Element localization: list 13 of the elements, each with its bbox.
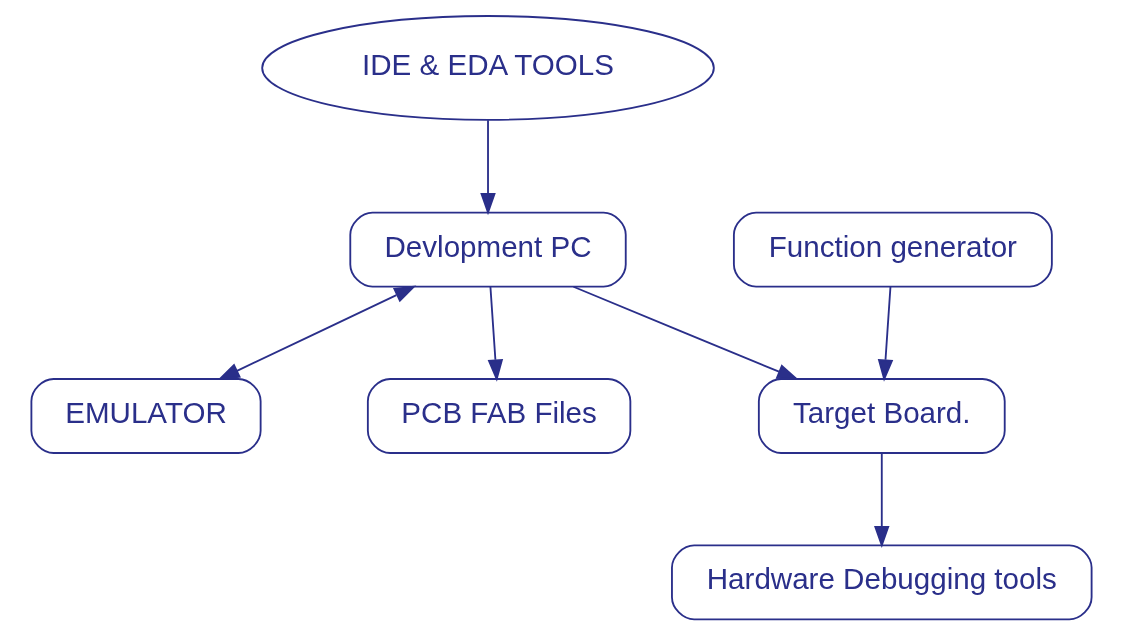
arrow (479, 119, 496, 216)
node-box: Devlopment PC (348, 211, 627, 288)
arrow (873, 452, 890, 549)
node-box: Target Board. (757, 378, 1006, 454)
arrow (487, 285, 503, 382)
arrow (217, 285, 416, 381)
arrow (572, 285, 799, 380)
node-box: PCB FAB Files (366, 378, 631, 454)
node-ellipse: IDE & EDA TOOLS (260, 15, 715, 121)
node-box: Function generator (732, 211, 1053, 288)
node-box: EMULATOR (29, 378, 262, 454)
node-box: Hardware Debugging tools (670, 544, 1093, 621)
arrow (877, 285, 893, 382)
